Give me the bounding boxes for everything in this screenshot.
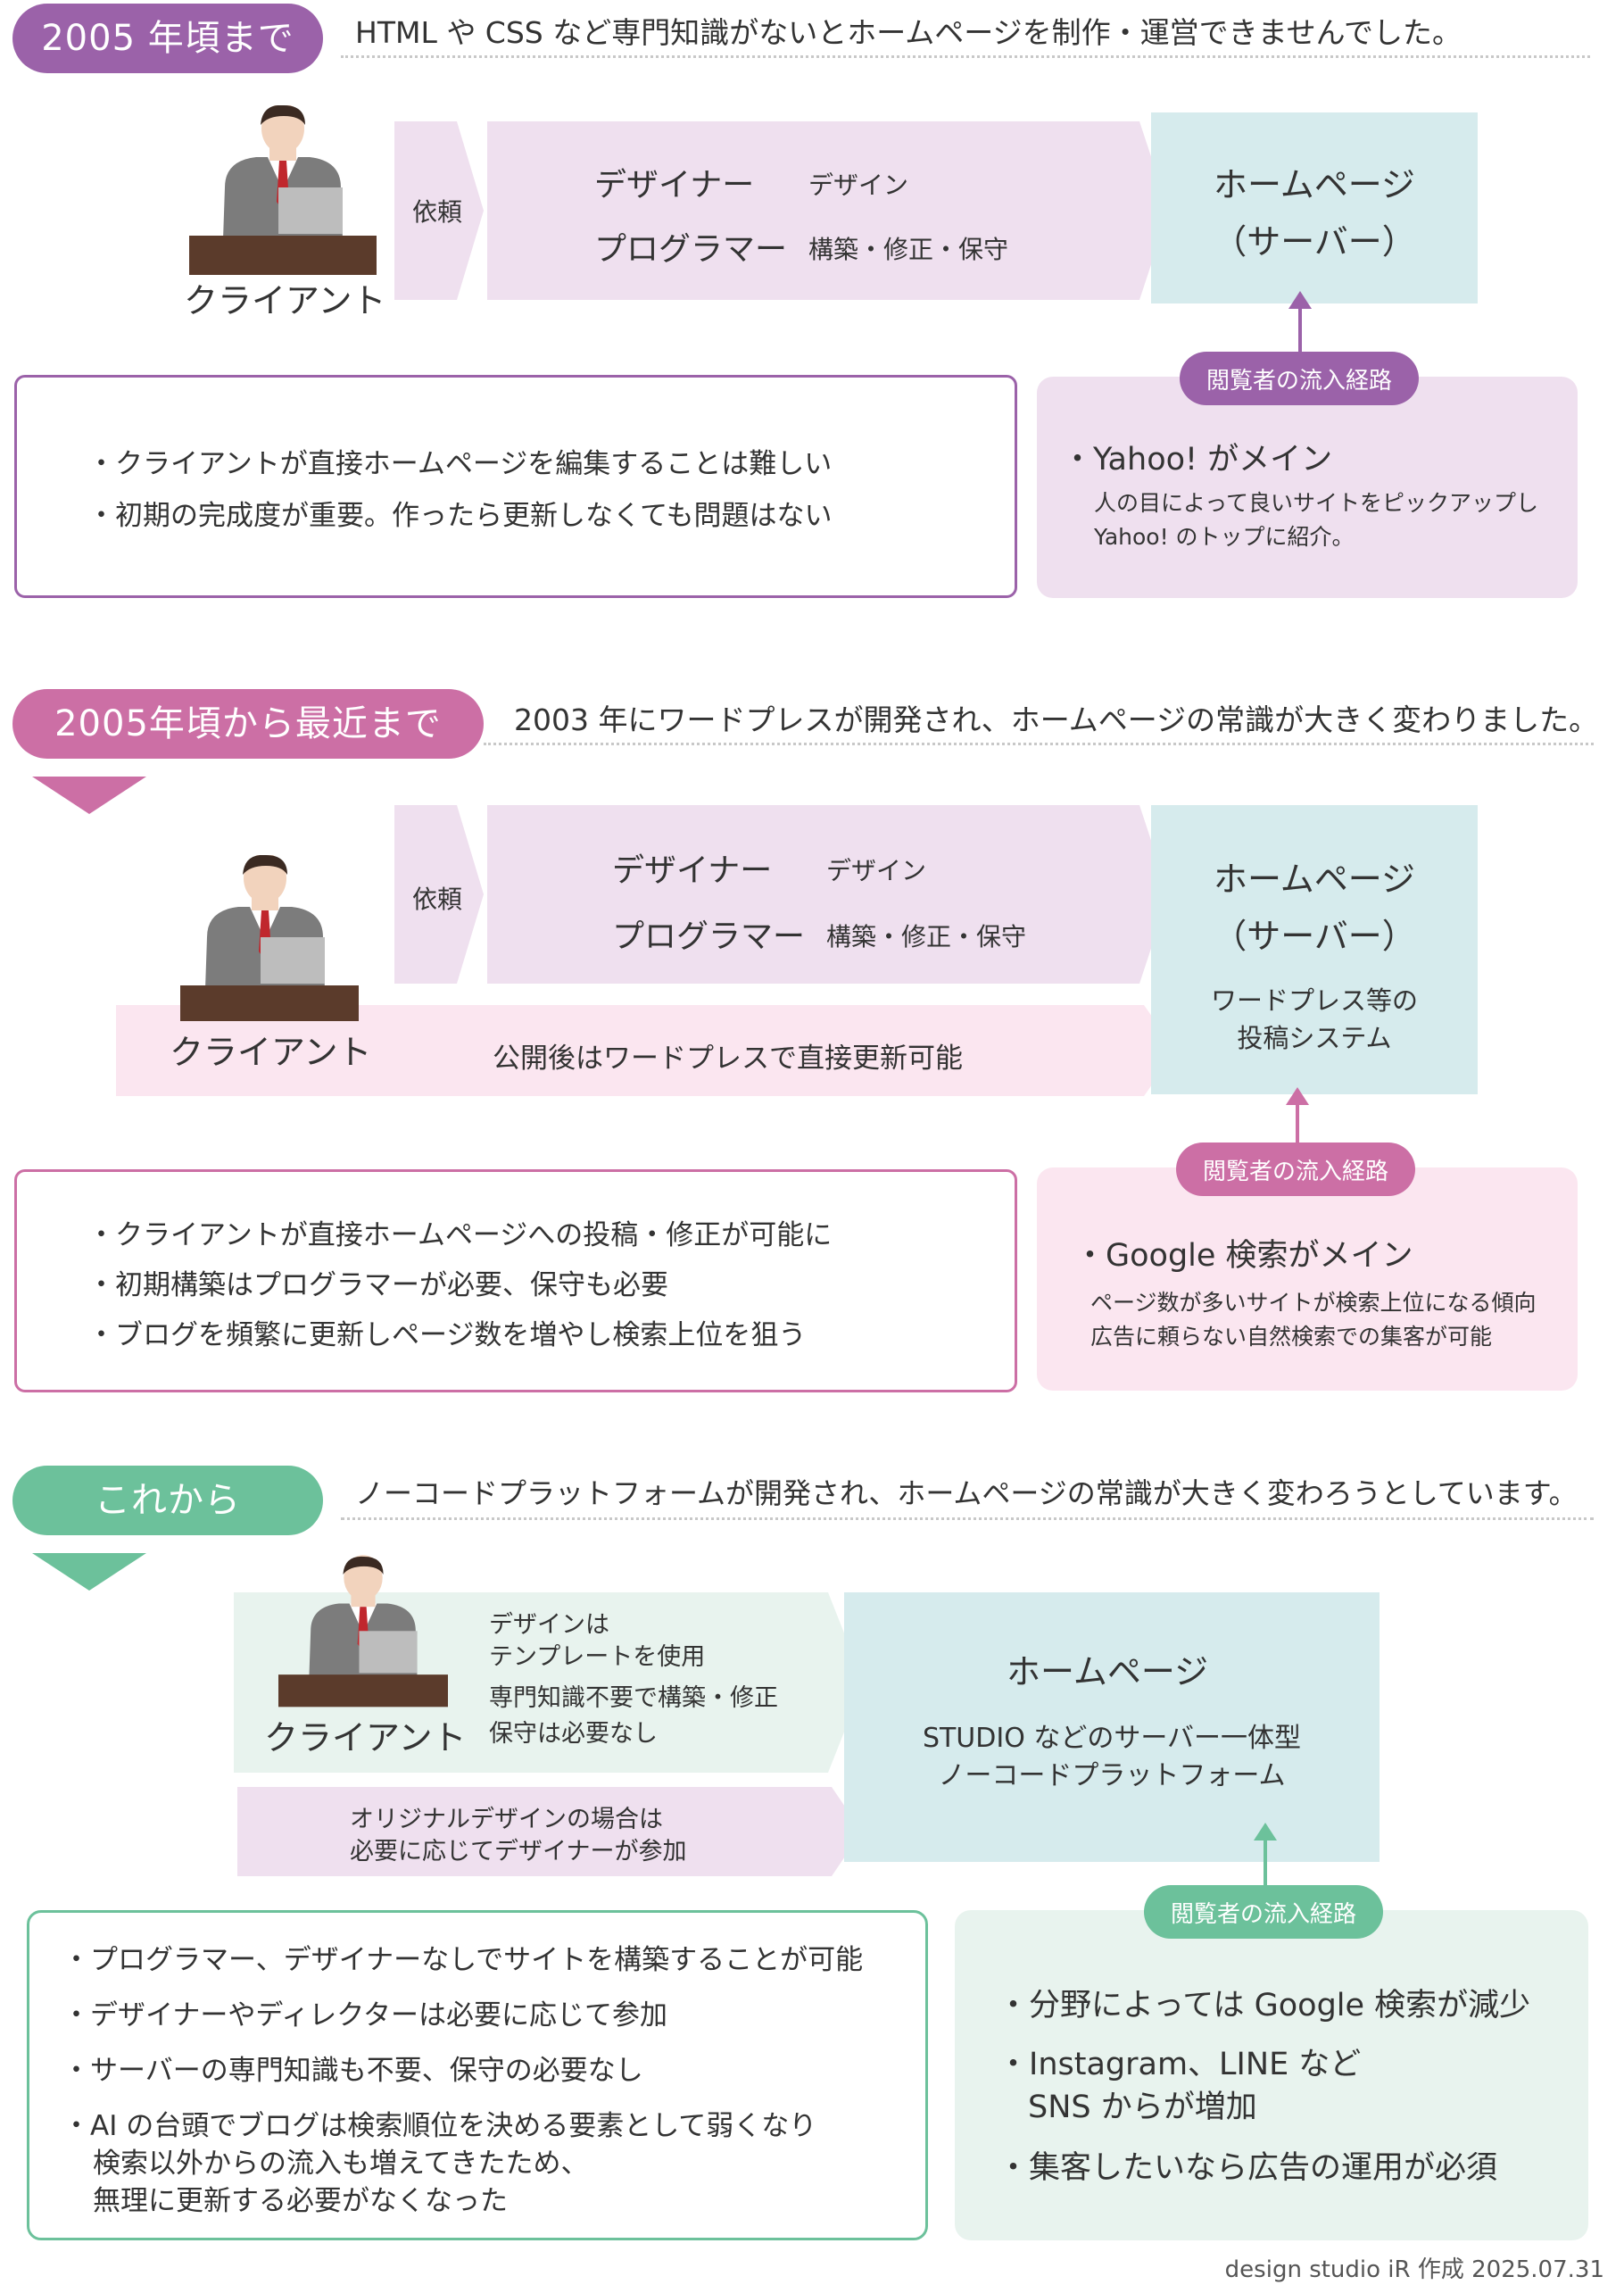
inflow-arrow — [1286, 1087, 1309, 1148]
traffic-title: ・Yahoo! がメイン — [1062, 442, 1333, 478]
client-illustration — [278, 1555, 448, 1708]
programmer-label: プログラマー — [612, 918, 806, 955]
designer-label: デザイナー — [612, 852, 773, 889]
section2-headline: 2003 年にワードプレスが開発され、ホームページの常識が大きく変わりました。 — [514, 702, 1599, 737]
server-label: （サーバー） — [1213, 917, 1416, 956]
point-item: ・ブログを頻繁に更新しページ数を増やし検索上位を狙う — [87, 1319, 807, 1351]
traffic-desc: Yahoo! のトップに紹介。 — [1094, 524, 1355, 550]
server-label: （サーバー） — [1213, 222, 1416, 262]
traffic-desc: 人の目によって良いサイトをピックアップし — [1094, 490, 1539, 516]
down-triangle — [32, 1553, 146, 1591]
cms-label: 投稿システム — [1237, 1023, 1392, 1053]
inflow-route-tag: 閲覧者の流入経路 — [1180, 352, 1419, 405]
divider — [341, 55, 1590, 58]
designer-role: デザイン — [826, 856, 927, 885]
traffic-item: ・分野によっては Google 検索が減少 — [998, 1988, 1531, 2023]
footer-credit: design studio iR 作成 2025.07.31 — [1224, 2256, 1604, 2283]
programmer-role: 構築・修正・保守 — [826, 922, 1027, 951]
down-triangle — [32, 777, 146, 814]
traffic-title: ・Google 検索がメイン — [1074, 1238, 1413, 1274]
designer-role: デザイン — [808, 170, 909, 200]
point-item: ・プログラマー、デザイナーなしでサイトを構築することが可能 — [62, 1944, 864, 1976]
designer-label: デザイナー — [594, 167, 755, 204]
point-item: ・AI の台頭でブログは検索順位を決める要素として弱くなり — [62, 2110, 817, 2142]
traffic-panel — [1037, 1167, 1578, 1391]
traffic-panel — [955, 1910, 1588, 2240]
template-label: デザインは — [489, 1611, 609, 1639]
designer-note: 必要に応じてデザイナーが参加 — [350, 1838, 687, 1865]
request-arrow — [394, 805, 1169, 984]
request-arrow — [394, 121, 1169, 300]
homepage-label: ホームページ — [1213, 860, 1416, 899]
period-badge-2005: 2005 年頃まで — [12, 4, 323, 73]
client-illustration — [189, 105, 377, 275]
direct-update-arrow — [116, 1005, 1176, 1096]
point-item: 検索以外からの流入も増えてきたため、 — [93, 2148, 589, 2180]
homepage-label: ホームページ — [1007, 1652, 1209, 1691]
point-item: 無理に更新する必要がなくなった — [93, 2185, 508, 2217]
traffic-item: ・Instagram、LINE など — [998, 2047, 1362, 2082]
traffic-item: SNS からが増加 — [1028, 2090, 1257, 2125]
traffic-desc: 広告に頼らない自然検索での集客が可能 — [1090, 1324, 1493, 1350]
section1-points-box — [14, 375, 1017, 598]
homepage-server-box — [1151, 805, 1478, 1094]
designer-note: オリジナルデザインの場合は — [350, 1806, 663, 1833]
client-label: クライアント — [170, 1033, 372, 1072]
inflow-route-tag: 閲覧者の流入経路 — [1176, 1142, 1415, 1196]
direct-update-label: 公開後はワードプレスで直接更新可能 — [493, 1043, 963, 1075]
platform-label: ノーコードプラットフォーム — [938, 1760, 1286, 1791]
inflow-arrow — [1288, 291, 1312, 359]
request-label: 依頼 — [412, 885, 463, 914]
period-badge-2005-recent: 2005年頃から最近まで — [12, 689, 484, 759]
divider — [341, 1517, 1594, 1520]
period-badge-future: これから — [12, 1466, 323, 1535]
traffic-desc: ページ数が多いサイトが検索上位になる傾向 — [1090, 1290, 1537, 1316]
traffic-panel — [1037, 377, 1578, 598]
homepage-server-box — [1151, 112, 1478, 303]
designer-note-arrow — [237, 1787, 862, 1876]
inflow-arrow — [1254, 1823, 1277, 1890]
traffic-item: ・集客したいなら広告の運用が必須 — [998, 2150, 1498, 2186]
inflow-route-tag: 閲覧者の流入経路 — [1144, 1885, 1383, 1939]
point-item: ・初期構築はプログラマーが必要、保守も必要 — [87, 1269, 668, 1301]
point-item: ・デザイナーやディレクターは必要に応じて参加 — [62, 1999, 667, 2032]
section3-points-box — [27, 1910, 928, 2240]
point-item: ・サーバーの専門知識も不要、保守の必要なし — [62, 2055, 643, 2087]
section2-points-box — [14, 1169, 1017, 1392]
client-illustration — [180, 855, 359, 1021]
programmer-role: 構築・修正・保守 — [808, 235, 1009, 264]
nocode-label: 保守は必要なし — [489, 1720, 658, 1748]
homepage-label: ホームページ — [1213, 165, 1416, 204]
request-label: 依頼 — [412, 197, 463, 227]
point-item: ・クライアントが直接ホームページへの投稿・修正が可能に — [87, 1219, 833, 1251]
point-item: ・初期の完成度が重要。作ったら更新しなくても問題はない — [87, 500, 833, 532]
platform-label: STUDIO などのサーバー一体型 — [922, 1723, 1302, 1754]
template-label: テンプレートを使用 — [489, 1643, 706, 1671]
cms-label: ワードプレス等の — [1210, 985, 1418, 1016]
programmer-label: プログラマー — [594, 231, 788, 268]
divider — [484, 743, 1594, 745]
section3-headline: ノーコードプラットフォームが開発され、ホームページの常識が大きく変わろうとしてい… — [355, 1476, 1578, 1510]
client-label: クライアント — [264, 1718, 467, 1757]
client-label: クライアント — [184, 281, 386, 320]
section1-headline: HTML や CSS など専門知識がないとホームページを制作・運営できませんでし… — [355, 15, 1462, 50]
nocode-label: 専門知識不要で構築・修正 — [489, 1684, 778, 1712]
point-item: ・クライアントが直接ホームページを編集することは難しい — [87, 448, 833, 480]
homepage-platform-box — [844, 1592, 1380, 1862]
